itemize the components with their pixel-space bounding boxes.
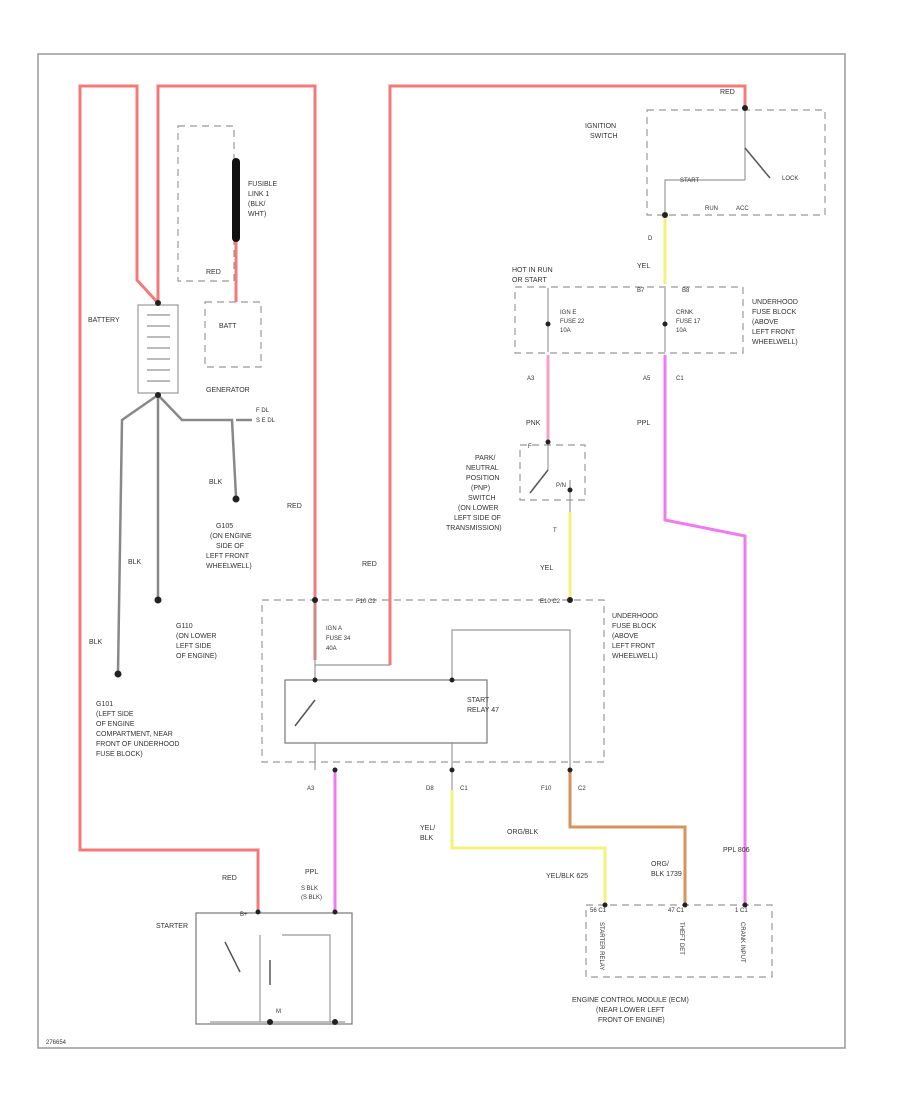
red-starter-wire-label: RED — [222, 875, 237, 882]
ufb-mid-conn-left: F10 C2 — [356, 599, 376, 605]
yel-blk-625-label: YEL/BLK 625 — [546, 873, 588, 880]
fuse-34-label: IGN A FUSE 34 40A — [326, 626, 352, 652]
blk-battery-mid-label: BLK — [128, 559, 142, 566]
ppl-starter-wire-label: PPL — [305, 869, 318, 876]
red-fusible-wire-label: RED — [206, 269, 221, 276]
fusible-link-housing — [177, 125, 235, 282]
starter-term-label: S BLK (S BLK) — [301, 886, 322, 901]
fuse-block-pin-b7: B7 — [637, 288, 645, 294]
generator-terminals-label: F DL S E DL — [256, 408, 276, 424]
ign-output-pin-label: D — [648, 236, 653, 242]
yel-blk-wire-label: YEL/ BLK — [420, 825, 437, 842]
starter-bplus-label: B+ — [240, 912, 248, 918]
yellow-wires — [450, 218, 667, 904]
pink-wires — [333, 355, 747, 912]
ppl-806-label: PPL 806 — [723, 847, 750, 854]
ecm-pin-1: 1 C1 — [735, 908, 748, 914]
ground-points — [114, 495, 240, 678]
orange-wire — [568, 770, 687, 904]
ignition-switch-box — [646, 109, 826, 216]
ground-wires — [116, 393, 252, 673]
relay-out-pin-d8: D8 — [426, 786, 434, 792]
starter-m-label: M — [276, 1009, 281, 1015]
fuse-block-pin-b8: B8 — [682, 288, 690, 294]
blk-generator-wire-label: BLK — [209, 479, 223, 486]
fuse-out-pin-a3: A3 — [527, 376, 535, 382]
red-top-wire-label: RED — [720, 89, 735, 96]
fusible-link-label: FUSIBLE LINK 1 (BLK/ WHT) — [248, 181, 279, 218]
generator-label: GENERATOR — [206, 387, 250, 394]
battery-cells — [147, 314, 170, 382]
red-wires — [78, 84, 747, 912]
ign-start-label: START — [680, 178, 699, 184]
ignition-switch-label: IGNITION SWITCH — [585, 123, 618, 140]
relay-out-pin-c1: C1 — [460, 786, 468, 792]
start-relay-label: START RELAY 47 — [467, 697, 499, 714]
relay-out-pin-f10: F10 — [541, 786, 552, 792]
ecm-pin-56: 56 C1 — [590, 908, 607, 914]
ecm-input-starter-relay: STARTER RELAY — [598, 922, 604, 970]
pnk-wire-label: PNK — [526, 420, 541, 427]
diagram-frame — [37, 53, 846, 1049]
ecm-box — [585, 904, 773, 978]
ecm-input-crank: CRANK INPUT — [739, 922, 745, 963]
starter-label: STARTER — [156, 923, 188, 930]
pnp-out-pin-label: T — [553, 528, 557, 534]
connector-dots — [155, 105, 748, 1025]
ufb-mid-conn-right: E10 C2 — [540, 599, 561, 605]
g101-label: G101 (LEFT SIDE OF ENGINE COMPARTMENT, N… — [96, 701, 181, 758]
ign-lock-label: LOCK — [782, 176, 798, 182]
ecm-label: ENGINE CONTROL MODULE (ECM) (NEAR LOWER … — [572, 997, 691, 1024]
ecm-pin-47: 47 C1 — [668, 908, 685, 914]
org-blk-1739-label: ORG/ BLK 1739 — [651, 861, 682, 878]
yel-top-wire-label: YEL — [637, 263, 650, 270]
fuse-out-pin-c1: C1 — [676, 376, 684, 382]
underhood-fuse-block-mid — [261, 599, 605, 763]
underhood-fuse-block-mid-label: UNDERHOOD FUSE BLOCK (ABOVE LEFT FRONT W… — [612, 613, 660, 660]
starter-box — [195, 912, 353, 1025]
start-relay-box — [284, 679, 488, 744]
fuse-22-label: IGN E FUSE 22 10A — [560, 310, 586, 334]
blk-battery-left-label: BLK — [89, 639, 103, 646]
red-upper-wire-label: RED — [362, 561, 377, 568]
figure-code: 276654 — [46, 1040, 67, 1046]
ign-run-label: RUN — [705, 206, 718, 212]
g110-label: G110 (ON LOWER LEFT SIDE OF ENGINE) — [176, 623, 218, 660]
underhood-fuse-block-top — [514, 286, 744, 354]
ppl-right-wire-label: PPL — [637, 420, 650, 427]
pnp-position-label: P/N — [556, 483, 566, 489]
ign-acc-label: ACC — [736, 206, 749, 212]
generator-box — [204, 301, 262, 368]
pnp-conn-label: F — [528, 444, 532, 450]
internal-lines — [210, 110, 746, 1023]
yel-mid-wire-label: YEL — [540, 565, 553, 572]
underhood-fuse-block-top-label: UNDERHOOD FUSE BLOCK (ABOVE LEFT FRONT W… — [752, 299, 800, 346]
ecm-input-theft-det: THEFT DET — [678, 922, 684, 955]
fuse-17-label: CRNK FUSE 17 10A — [676, 310, 702, 334]
relay-out-pin-a3: A3 — [307, 786, 315, 792]
fuse-out-pin-a5: A5 — [643, 376, 651, 382]
switch-contacts — [224, 147, 771, 985]
relay-out-pin-c2: C2 — [578, 786, 586, 792]
battery-label: BATTERY — [88, 317, 120, 324]
red-mid-wire-label: RED — [287, 503, 302, 510]
batt-terminal-label: BATT — [219, 323, 237, 330]
pnp-switch-label: PARK/ NEUTRAL POSITION (PNP) SWITCH (ON … — [446, 455, 503, 532]
org-blk-wire-label: ORG/BLK — [507, 829, 538, 836]
hot-in-run-label: HOT IN RUN OR START — [512, 267, 555, 284]
g105-label: G105 (ON ENGINE SIDE OF LEFT FRONT WHEEL… — [206, 523, 254, 570]
pnp-switch-box — [519, 444, 586, 501]
